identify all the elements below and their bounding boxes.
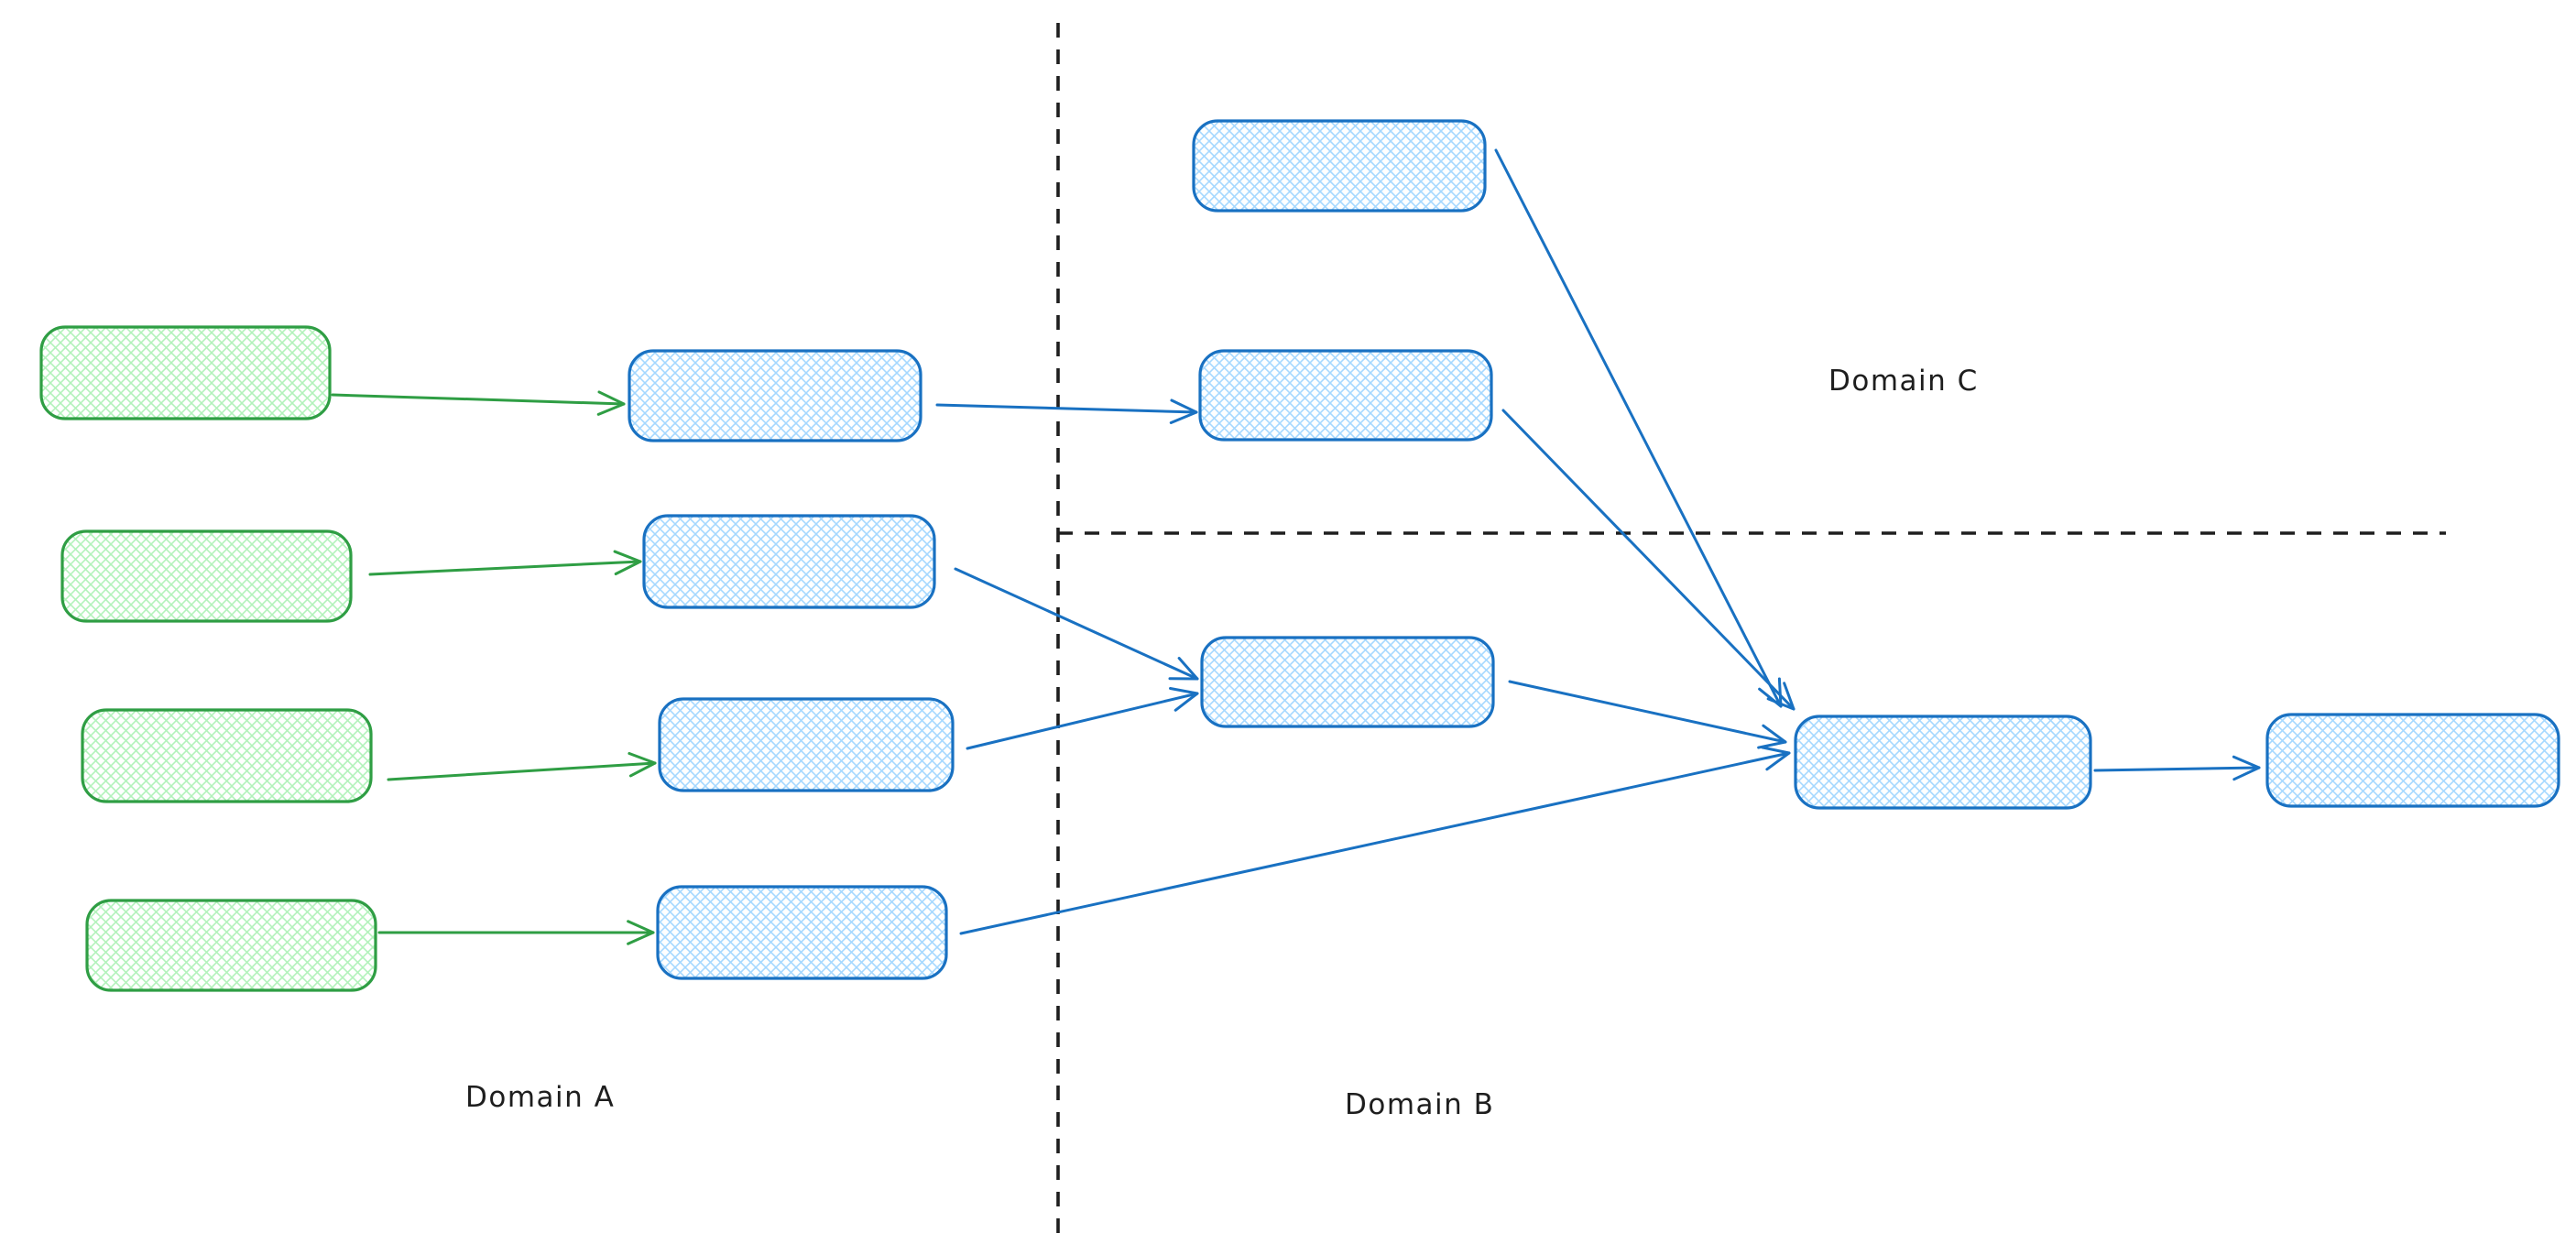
green-node-3	[81, 708, 373, 803]
blue-node-c1	[1192, 119, 1487, 213]
edge-m3-to-b-left	[966, 686, 1199, 750]
edge-m2-to-b-left	[954, 567, 1199, 681]
blue-node-m3	[658, 697, 955, 792]
edge-b-left-to-hub	[1508, 680, 1787, 749]
edge-m4-to-hub	[959, 746, 1791, 935]
green-node-4	[85, 899, 377, 992]
edge-hub-to-end	[2093, 755, 2261, 781]
green-node-1	[39, 325, 332, 420]
edge-green-3-to-m3	[387, 751, 657, 781]
blue-node-m1	[628, 349, 922, 442]
domain-b-label: Domain B	[1345, 1088, 1495, 1121]
domain-c-label: Domain C	[1828, 365, 1979, 398]
blue-node-c2	[1198, 349, 1493, 442]
blue-node-m4	[656, 885, 948, 980]
edge-green-2-to-m2	[368, 550, 642, 576]
domain-a-label: Domain A	[465, 1081, 616, 1114]
edge-c1-to-hub	[1494, 148, 1783, 708]
edge-green-1-to-m1	[331, 390, 626, 416]
blue-node-hub	[1794, 715, 2092, 810]
edge-green-4-to-m4	[377, 920, 655, 945]
blue-node-end	[2265, 713, 2560, 808]
edge-m1-to-c2	[935, 398, 1198, 424]
edge-c2-to-hub	[1501, 409, 1796, 711]
blue-node-m2	[642, 514, 936, 609]
green-node-2	[60, 529, 353, 623]
blue-node-b-left	[1200, 636, 1495, 728]
